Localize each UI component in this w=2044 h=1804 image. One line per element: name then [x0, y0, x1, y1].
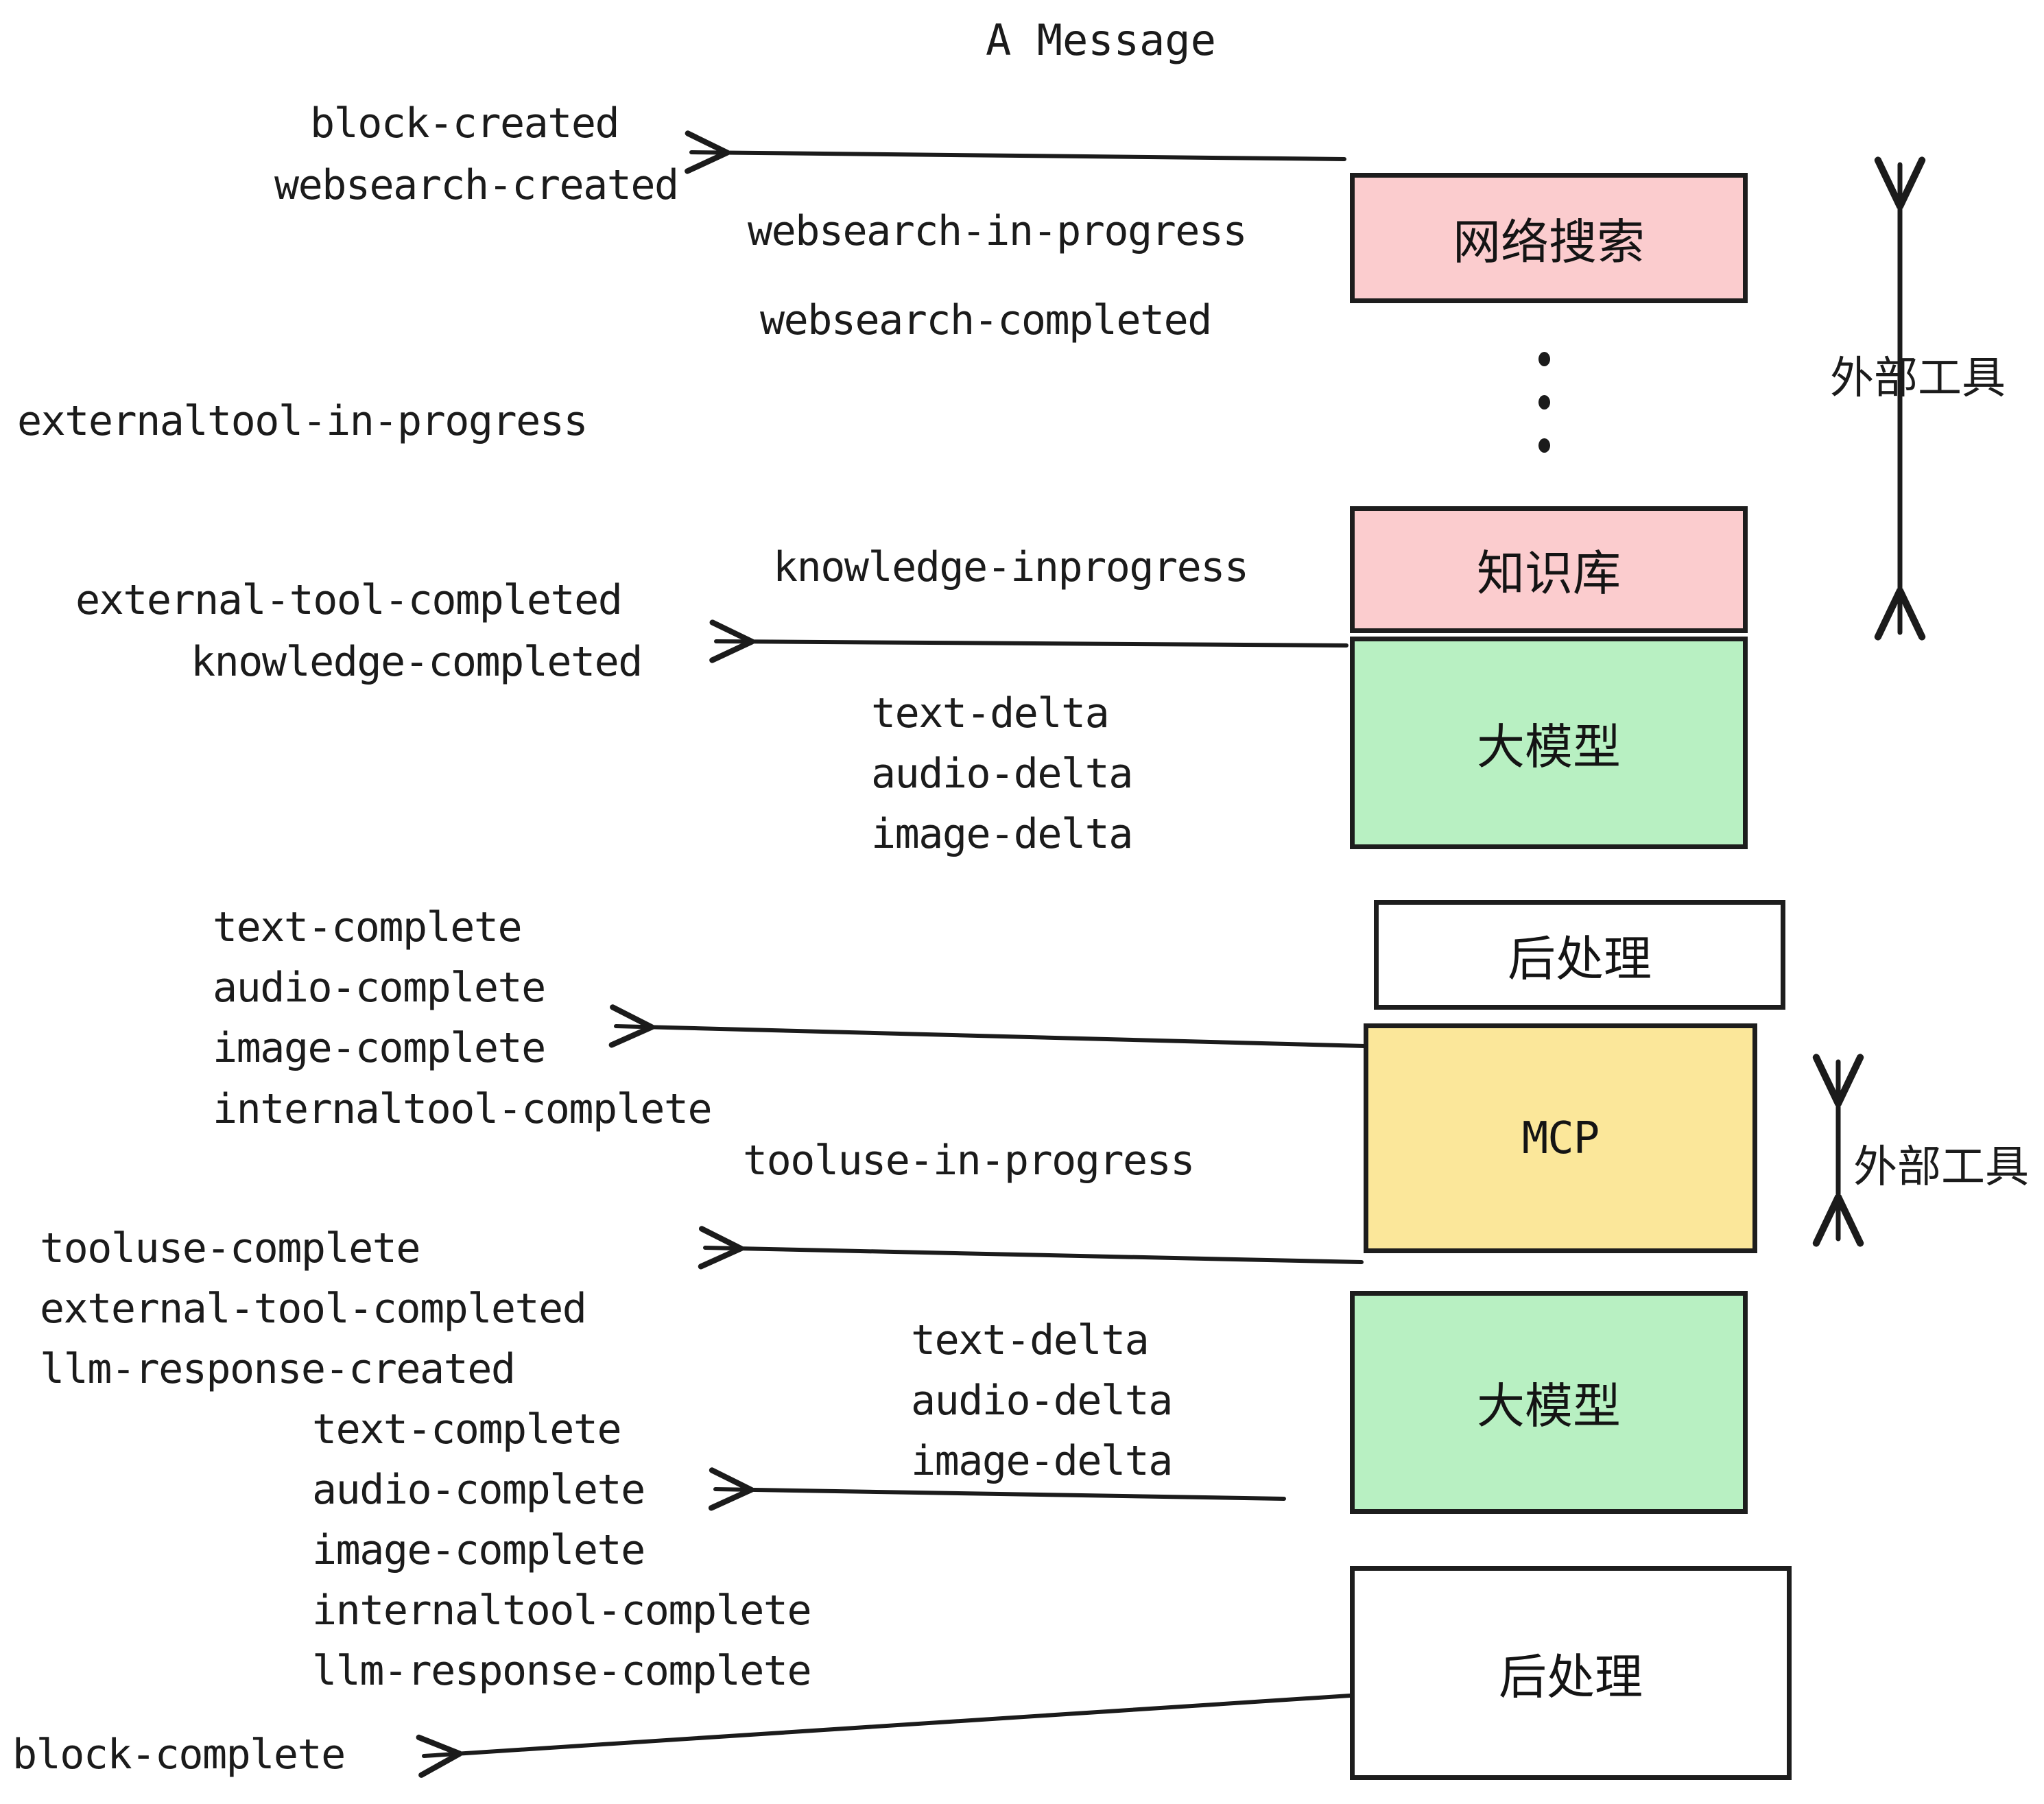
arrow-mcp-to-tooluse-complete	[705, 1248, 1364, 1262]
event-label: external-tool-completed	[75, 576, 623, 624]
event-label: websearch-created	[274, 161, 679, 209]
event-label: websearch-in-progress	[748, 207, 1248, 255]
event-label: image-complete	[312, 1526, 645, 1574]
arrow-knowledge-to-completed	[716, 641, 1348, 645]
event-label: internaltool-complete	[213, 1085, 713, 1133]
node-box: 大模型	[1350, 1291, 1748, 1514]
event-label: block-created	[310, 99, 620, 147]
node-box: 后处理	[1350, 1566, 1792, 1780]
event-label: text-delta	[871, 689, 1110, 737]
event-label: websearch-completed	[760, 296, 1212, 344]
event-label: llm-response-complete	[312, 1647, 812, 1695]
event-label: block-complete	[12, 1731, 346, 1779]
event-label: image-complete	[213, 1024, 546, 1072]
node-box: MCP	[1364, 1023, 1757, 1253]
arrow-websearch-to-block-created	[691, 152, 1346, 159]
node-box: 大模型	[1350, 637, 1748, 849]
event-label: llm-response-created	[40, 1345, 516, 1393]
event-label: tooluse-in-progress	[743, 1137, 1195, 1185]
event-label: external-tool-completed	[40, 1285, 587, 1333]
event-label: internaltool-complete	[312, 1587, 812, 1635]
node-box: 知识库	[1350, 506, 1748, 633]
ellipsis-dot	[1538, 395, 1550, 410]
event-label: audio-complete	[213, 964, 546, 1012]
node-box: 网络搜索	[1350, 173, 1748, 303]
event-label: text-complete	[312, 1405, 622, 1453]
arrow-llm-to-audio-complete	[715, 1489, 1286, 1499]
event-label: knowledge-completed	[191, 638, 643, 686]
event-label: image-delta	[911, 1437, 1173, 1485]
ellipsis-dot	[1538, 438, 1550, 453]
arrow-postprocess-to-image-complete	[616, 1026, 1367, 1048]
external-tool-scope-label: 外部工具	[1830, 353, 2006, 404]
event-label: text-delta	[911, 1316, 1150, 1364]
event-label: audio-complete	[312, 1466, 645, 1514]
event-label: externaltool-in-progress	[17, 397, 588, 445]
event-label: audio-delta	[911, 1377, 1173, 1425]
arrow-postprocess-to-block-complete	[424, 1694, 1352, 1756]
external-tool-scope-label: 外部工具	[1853, 1142, 2029, 1193]
event-label: knowledge-inprogress	[773, 543, 1249, 591]
vertical-ellipsis-icon	[1538, 337, 1550, 467]
event-label: text-complete	[213, 903, 523, 951]
event-label: tooluse-complete	[40, 1224, 420, 1272]
ellipsis-dot	[1538, 352, 1550, 366]
event-label: image-delta	[871, 810, 1133, 858]
page-title: A Message	[986, 15, 1216, 65]
node-box: 后处理	[1374, 900, 1785, 1010]
event-label: audio-delta	[871, 750, 1133, 798]
